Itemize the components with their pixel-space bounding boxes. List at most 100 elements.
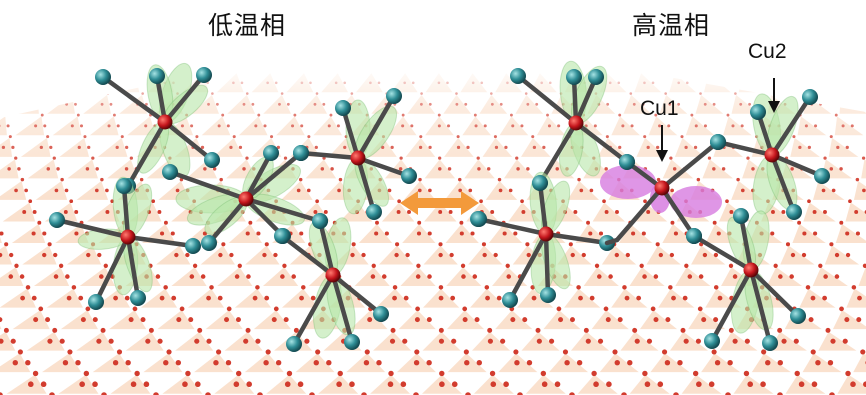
lattice-node [484,285,490,290]
bond [167,169,249,202]
ligand-atom [790,308,806,324]
lattice-node [562,349,569,355]
lattice-node [130,381,137,388]
ligand-atom [95,69,111,85]
lattice-node [646,210,651,214]
lattice-node [842,338,848,344]
lattice-node [163,285,168,290]
lattice-node [521,210,526,214]
bond [748,267,773,346]
lattice-node [614,252,619,258]
lattice-node [284,381,291,388]
lattice-node [233,381,240,388]
lattice-node [439,370,445,377]
copper-atom [538,226,554,242]
bond [243,150,274,202]
lattice-node [558,317,564,323]
lattice-node [256,231,261,236]
lattice-node [263,360,269,366]
lattice-triangle [824,245,860,265]
lattice-node [850,381,856,388]
lattice-node [75,360,81,366]
lattice-node [732,274,738,279]
lattice-node [808,317,814,323]
lattice-node [83,370,90,377]
lattice-node [415,274,421,279]
lattice-node [781,210,786,214]
lattice-triangle [751,353,791,373]
lattice-triangle [858,267,866,287]
copper-atom [743,262,759,278]
bond [614,185,665,243]
lattice-node [157,338,163,344]
lattice-node [586,220,590,225]
lattice-node [370,274,376,279]
lattice-node [148,327,154,333]
lattice-node [416,263,421,268]
lattice-triangle [0,288,36,308]
lattice-node [170,231,175,236]
lattice-node [397,199,401,204]
lattice-node [797,220,802,225]
lattice-node [99,274,104,279]
lattice-node [802,231,807,236]
lattice-node [855,231,860,236]
lattice-node [245,231,250,236]
phase-transition-arrow [400,191,479,215]
lattice-node [413,392,419,395]
lattice-node [209,285,214,290]
lattice-node [670,220,675,225]
lattice-node [92,381,98,388]
lattice-node [664,360,671,366]
lattice-node [684,263,689,268]
lattice-node [224,317,230,323]
lattice-node [631,231,636,236]
lattice-node [682,295,688,301]
lattice-node [71,285,77,290]
lattice-node [459,231,464,236]
lattice-node [22,210,27,214]
ligand-atom [130,290,146,306]
lattice-triangle [200,245,235,265]
lattice-node [617,317,623,323]
lattice-triangle [719,331,758,351]
lattice-node [4,242,9,247]
bond [769,152,825,179]
lattice-triangle [60,310,98,330]
lattice-node [273,306,279,312]
lattice-node [396,210,401,214]
lattice-triangle [143,353,183,373]
lattice-node [713,285,719,290]
lattice-node [845,370,851,377]
lattice-node [237,263,242,268]
lattice-triangle [845,202,866,222]
lattice-node [839,306,844,312]
lattice-node [807,199,811,204]
bond [93,234,131,305]
lattice-node [716,231,721,236]
lattice-node [594,263,600,268]
lattice-node [474,317,480,323]
lattice-node [63,210,68,214]
lattice-triangle [0,245,13,265]
lattice-node [593,381,599,388]
ligand-atom [802,89,818,105]
lattice-node [160,231,165,236]
lattice-node [403,295,409,301]
lattice-node [62,360,69,366]
lattice-node [472,274,478,279]
lattice-node [624,295,630,301]
ligand-atom [274,228,290,244]
lattice-node [200,274,206,279]
lattice-node [815,360,821,366]
lattice-triangle [156,245,191,265]
copper-atom [120,229,136,245]
lattice-node [632,327,638,333]
lattice-triangle [0,267,24,287]
lattice-node [0,231,4,236]
lattice-node [176,317,182,323]
lattice-node [42,231,47,236]
lattice-node [554,381,561,388]
lattice-triangle [818,331,857,351]
lattice-node [59,338,65,344]
